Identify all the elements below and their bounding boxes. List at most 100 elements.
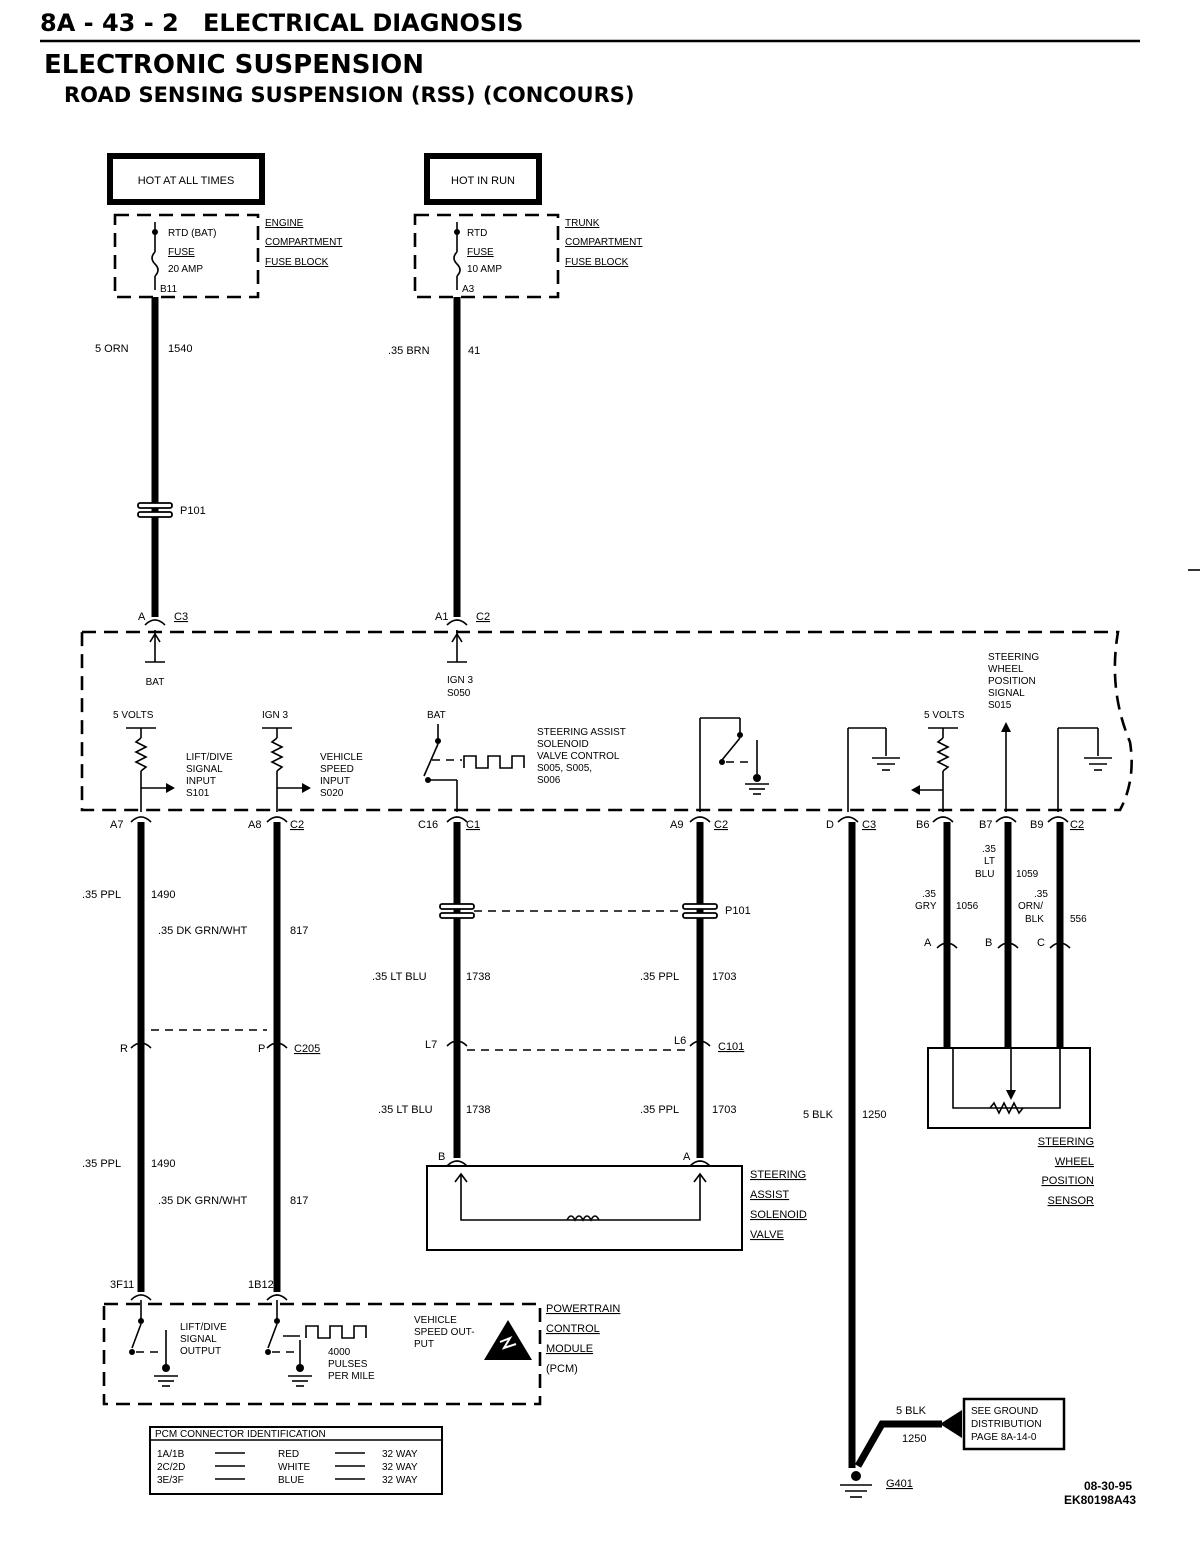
module-label: 5 VOLTS xyxy=(924,710,965,721)
module-label: S015 xyxy=(988,700,1012,711)
switch-icon xyxy=(721,737,741,761)
arrow-icon xyxy=(302,783,311,793)
wire-circuit-label: 1250 xyxy=(862,1109,886,1121)
arrow-icon xyxy=(1001,722,1011,732)
connector-pin: B xyxy=(985,937,992,949)
connector-name: C2 xyxy=(1070,819,1084,831)
fuse-block-name: FUSE BLOCK xyxy=(265,257,329,268)
connector-pin: 1B12 xyxy=(248,1279,274,1291)
pcm-module: 3F11 1B12 LIFT/DIVE SIGNAL OUTPUT 4000 P… xyxy=(102,1279,620,1406)
wire-circuit-label: 1703 xyxy=(712,971,736,983)
module-label: SIGNAL xyxy=(988,688,1025,699)
steering-assist-solenoid-valve: B A STEERING ASSIST SOLENOID VALVE xyxy=(426,1151,807,1251)
connector-c2-top: A1 C2 xyxy=(435,611,490,626)
fuse-terminal: B11 xyxy=(160,284,177,295)
table-title: PCM CONNECTOR IDENTIFICATION xyxy=(155,1429,326,1440)
module-label: VALVE CONTROL xyxy=(537,751,620,762)
fuse-rating: 20 AMP xyxy=(168,264,203,275)
fuse-block-name: COMPARTMENT xyxy=(265,237,342,248)
wire-gauge-label: .35 DK GRN/WHT xyxy=(158,925,248,937)
component-label: WHEEL xyxy=(1055,1156,1094,1168)
connector-name: C3 xyxy=(174,611,188,623)
component-label: STEERING xyxy=(750,1169,806,1181)
connector-name: C2 xyxy=(290,819,304,831)
module-label: STEERING xyxy=(988,652,1039,663)
component-label: CONTROL xyxy=(546,1323,600,1335)
page-reference: 8A - 43 - 2 xyxy=(40,9,179,37)
module-bat-feed: BAT xyxy=(145,630,165,688)
resistor-icon xyxy=(134,737,148,772)
module-label: STEERING ASSIST xyxy=(537,727,626,738)
module-label: S101 xyxy=(186,788,210,799)
component-label: POSITION xyxy=(1041,1175,1094,1187)
wire-gauge-label: 5 ORN xyxy=(95,343,129,355)
connector-c101: L7 L6 C101 xyxy=(425,1035,744,1053)
sensor-signal-circuit: STEERING WHEEL POSITION SIGNAL S015 xyxy=(988,652,1039,812)
module-label: INPUT xyxy=(320,776,350,787)
connector-pin: L6 xyxy=(674,1035,686,1047)
component-label: SENSOR xyxy=(1048,1195,1095,1207)
wire-gauge-label: 5 BLK xyxy=(803,1109,834,1121)
fuse-block-name: ENGINE xyxy=(265,218,304,229)
wire-gauge-label: .35 LT BLU xyxy=(378,1104,433,1116)
wire-circuit-label: 1703 xyxy=(712,1104,736,1116)
connector-pin: A xyxy=(683,1151,691,1163)
wire-gauge-label: ORN/ xyxy=(1018,901,1043,912)
sensor-reference-circuit: 5 VOLTS xyxy=(911,710,965,812)
module-label: BAT xyxy=(427,710,446,721)
component-label: MODULE xyxy=(546,1343,593,1355)
wire-circuit-label: 1738 xyxy=(466,971,490,983)
module-label: S050 xyxy=(447,688,471,699)
component-label: PUT xyxy=(414,1339,434,1350)
module-label: 5 VOLTS xyxy=(113,710,154,721)
svg-text:32 WAY: 32 WAY xyxy=(382,1462,418,1473)
svg-text:2C/2D: 2C/2D xyxy=(157,1462,185,1473)
solenoid-coil-icon xyxy=(566,1215,600,1222)
power-source-box xyxy=(107,153,265,205)
component-label: SPEED OUT- xyxy=(414,1327,475,1338)
page-subtitle: ROAD SENSING SUSPENSION (RSS) (CONCOURS) xyxy=(64,83,634,107)
module-label: S020 xyxy=(320,788,344,799)
fuse-name: RTD xyxy=(467,228,487,239)
module-label: POSITION xyxy=(988,676,1036,687)
wire-circuit-label: 817 xyxy=(290,1195,308,1207)
wire-gauge-label: .35 PPL xyxy=(640,1104,679,1116)
resistor-icon xyxy=(270,737,284,772)
component-label: OUTPUT xyxy=(180,1346,221,1357)
trunk-fuse-block: RTD FUSE 10 AMP A3 TRUNK COMPARTMENT FUS… xyxy=(413,213,642,299)
svg-text:RED: RED xyxy=(278,1449,299,1460)
wire-gauge-label: .35 PPL xyxy=(82,1158,121,1170)
ground-reference: DISTRIBUTION xyxy=(971,1419,1042,1430)
module-label: BAT xyxy=(146,677,165,688)
power-source-label: HOT AT ALL TIMES xyxy=(138,175,235,187)
power-source-hot-at-all-times: HOT AT ALL TIMES xyxy=(107,153,265,205)
wire-gauge-label: .35 xyxy=(982,844,996,855)
module-ign3-feed: IGN 3 S050 xyxy=(447,630,474,699)
component-label: 4000 xyxy=(328,1347,351,1358)
wire-gauge-label: GRY xyxy=(915,901,937,912)
connector-c205: R P C205 xyxy=(120,1029,320,1055)
wire-circuit-label: 1250 xyxy=(902,1433,926,1445)
reference-arrow-icon xyxy=(940,1410,962,1438)
diagram-date: 08-30-95 xyxy=(1084,1479,1132,1493)
table-row: 2C/2D WHITE 32 WAY xyxy=(157,1462,418,1473)
component-label: PULSES xyxy=(328,1359,368,1370)
suspension-module-outline xyxy=(80,630,1133,812)
component-label: ASSIST xyxy=(750,1189,789,1201)
fuse-block-outline xyxy=(413,213,560,299)
module-label: WHEEL xyxy=(988,664,1024,675)
wire-circuit-label: 1738 xyxy=(466,1104,490,1116)
connector-pin: C16 xyxy=(418,819,438,831)
pulse-waveform-icon xyxy=(463,755,525,769)
sensor-ground-circuit xyxy=(1057,727,1112,812)
connector-pin: D xyxy=(826,819,834,831)
connector-pin: A xyxy=(924,937,932,949)
connector-pin: B9 xyxy=(1030,819,1043,831)
connector-name: C205 xyxy=(294,1043,320,1055)
page-title: ELECTRONIC SUSPENSION xyxy=(44,50,424,80)
wire-circuit-label: 1056 xyxy=(956,901,979,912)
connector-pin: C xyxy=(1037,937,1045,949)
connector-pin: B6 xyxy=(916,819,929,831)
wire-gauge-label: .35 xyxy=(1034,889,1048,900)
connector-label: P101 xyxy=(725,905,751,917)
